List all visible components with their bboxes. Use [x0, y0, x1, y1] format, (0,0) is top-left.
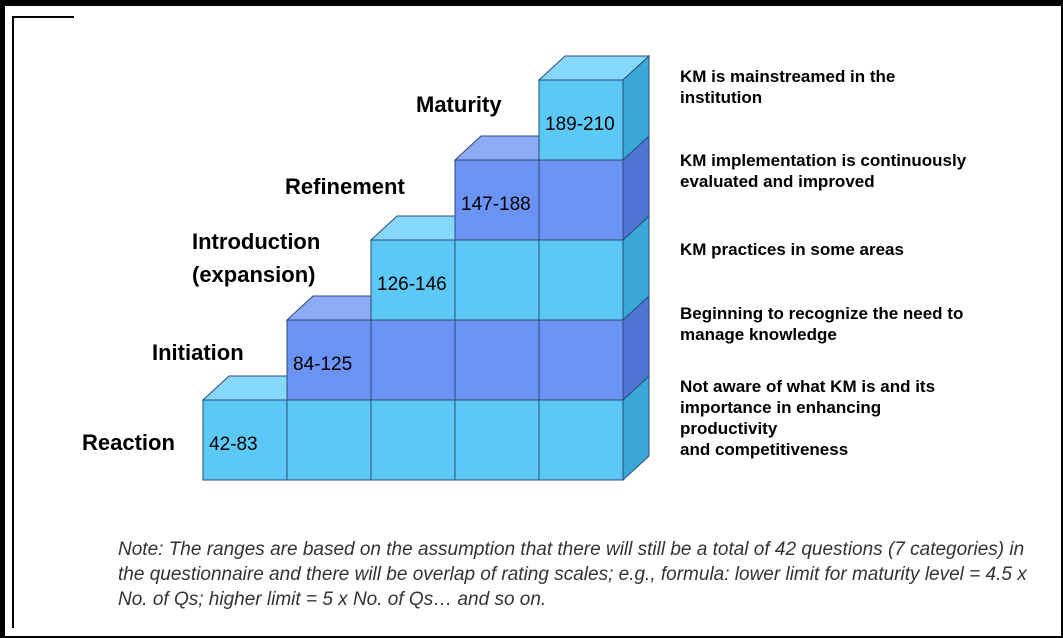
description-introduction: KM practices in some areas: [680, 240, 904, 259]
level-label-reaction: Reaction: [82, 430, 175, 455]
range-label: 189-210: [545, 114, 615, 135]
range-label: 126-146: [377, 274, 447, 295]
cube-front-face: [454, 399, 540, 481]
description-reaction: Not aware of what KM is and its importan…: [680, 377, 936, 459]
left-rule: [12, 16, 14, 628]
cube-front-face: [454, 239, 540, 321]
cube-front-face: [454, 319, 540, 401]
cube-front-face: [538, 319, 624, 401]
level-label-expansion: (expansion): [192, 262, 316, 287]
cube-front-face: [538, 79, 624, 161]
level-label-introduction: Introduction: [192, 229, 321, 254]
description-refinement: KM implementation is continuously evalua…: [680, 151, 967, 191]
top-rule: [12, 16, 74, 18]
level-label-maturity: Maturity: [416, 92, 502, 117]
description-maturity: KM is mainstreamed in the institution: [680, 67, 896, 107]
cube-front-face: [370, 319, 456, 401]
cube-front-face: [538, 159, 624, 241]
description-initiation: Beginning to recognize the need to manag…: [680, 304, 964, 344]
range-label: 84-125: [293, 354, 352, 375]
level-label-refinement: Refinement: [285, 174, 405, 199]
cube-front-face: [286, 399, 372, 481]
level-label-initiation: Initiation: [152, 340, 244, 365]
footnote: Note: The ranges are based on the assump…: [118, 539, 1027, 610]
cube-front-face: [538, 239, 624, 321]
range-label: 147-188: [461, 194, 531, 215]
cube-front-face: [370, 399, 456, 481]
range-label: 42-83: [209, 434, 258, 455]
cube-front-face: [538, 399, 624, 481]
